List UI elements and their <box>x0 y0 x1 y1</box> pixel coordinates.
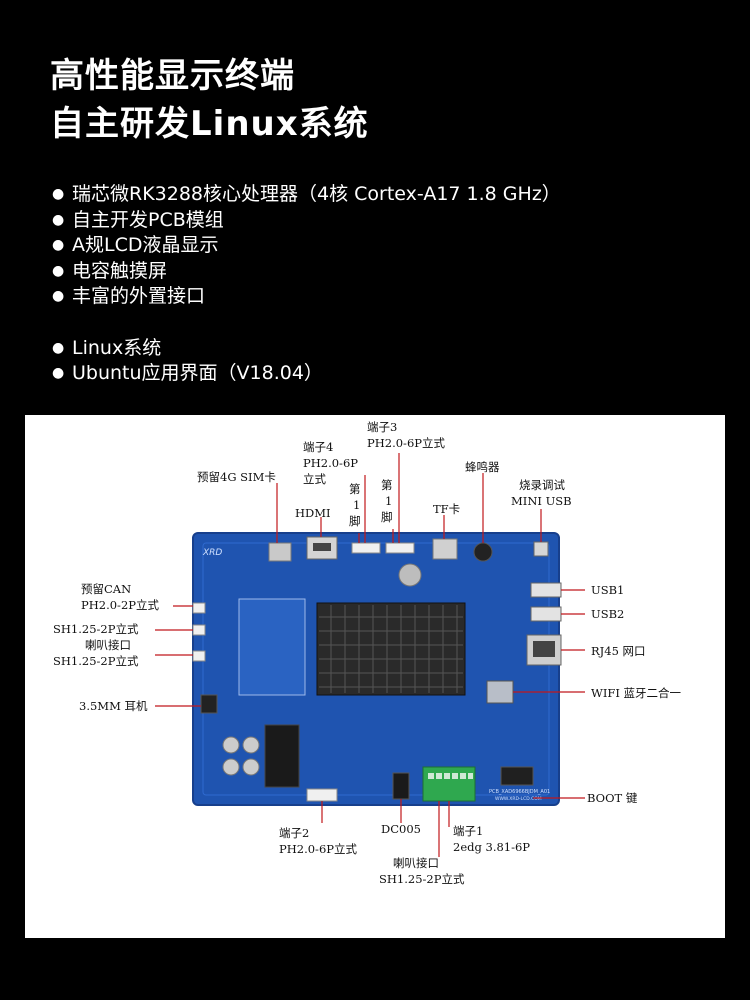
feature-item: A规LCD液晶显示 <box>52 233 561 259</box>
label-port3-b: PH2.0-6P立式 <box>367 436 445 450</box>
heatsink <box>316 602 466 696</box>
label-debug-b: MINI USB <box>511 494 572 508</box>
boot-button-area <box>500 766 534 786</box>
label-rj45: RJ45 网口 <box>591 644 646 658</box>
leader-lines <box>155 453 585 857</box>
coin-battery <box>398 563 422 587</box>
label-can-a: 预留CAN <box>81 582 131 596</box>
label-tf: TF卡 <box>433 502 460 516</box>
label-debug-a: 烧录调试 <box>519 478 565 492</box>
board-diagram: XRD PCB_XAD <box>53 420 682 886</box>
label-hdmi: HDMI <box>295 506 331 520</box>
label-earphone: 3.5MM 耳机 <box>79 699 148 713</box>
can-connector <box>192 602 206 614</box>
port2-header <box>306 788 338 802</box>
label-port4-a: 端子4 <box>303 440 333 454</box>
audio-jack <box>200 694 218 714</box>
board-logo: XRD <box>202 548 222 558</box>
tf-slot <box>432 538 458 560</box>
label-wifi: WIFI 蓝牙二合一 <box>591 686 682 700</box>
label-port4-b: PH2.0-6P <box>303 456 358 470</box>
mini-usb-port <box>533 541 549 557</box>
label-boot: BOOT 键 <box>587 791 638 805</box>
label-pin1-c: 脚 <box>349 514 361 528</box>
software-item: Ubuntu应用界面（V18.04） <box>52 361 561 387</box>
usb2-port <box>530 606 562 622</box>
label-sh-b: SH1.25-2P立式 <box>53 654 139 668</box>
label-pin1-b: 1 <box>353 498 360 512</box>
port3-header <box>385 542 415 554</box>
label-usb1: USB1 <box>591 583 624 597</box>
label-buzzer: 蜂鸣器 <box>465 460 500 474</box>
label-speaker: 喇叭接口 <box>85 638 131 652</box>
label-port1-b: 2edg 3.81-6P <box>453 840 530 854</box>
label-pin1-a2: 第 <box>381 478 393 492</box>
label-port4-c: 立式 <box>303 472 326 486</box>
4g-module-area <box>238 598 306 696</box>
label-speaker2-b: SH1.25-2P立式 <box>379 872 465 886</box>
silkscreen-text: PCB_XAD6966BJDM_A01 <box>489 789 550 795</box>
feature-list: 瑞芯微RK3288核心处理器（4核 Cortex-A17 1.8 GHz） 自主… <box>52 182 561 387</box>
terminal-block <box>422 766 476 802</box>
sh-connector <box>192 624 206 636</box>
board-diagram-panel: XRD PCB_XAD <box>25 415 725 938</box>
label-port2-b: PH2.0-6P立式 <box>279 842 357 856</box>
label-sim: 预留4G SIM卡 <box>197 470 276 484</box>
label-dc: DC005 <box>381 822 421 836</box>
feature-item: 丰富的外置接口 <box>52 284 561 310</box>
label-port3-a: 端子3 <box>367 420 397 434</box>
feature-item: 电容触摸屏 <box>52 259 561 285</box>
label-usb2: USB2 <box>591 607 624 621</box>
feature-item: 自主开发PCB模组 <box>52 208 561 234</box>
label-can-b: PH2.0-2P立式 <box>81 598 159 612</box>
label-pin1-c2: 脚 <box>381 510 393 524</box>
page-title-line2: 自主研发Linux系统 <box>50 104 369 144</box>
label-port2-a: 端子2 <box>279 826 309 840</box>
label-pin1-b2: 1 <box>385 494 392 508</box>
label-pin1-a: 第 <box>349 482 361 496</box>
feature-item: 瑞芯微RK3288核心处理器（4核 Cortex-A17 1.8 GHz） <box>52 182 561 208</box>
sim-slot <box>268 542 292 562</box>
buzzer <box>473 542 493 562</box>
label-sh-a: SH1.25-2P立式 <box>53 622 139 636</box>
silkscreen-url: WWW.XRD-LCD.COM <box>495 796 542 802</box>
usb1-port <box>530 582 562 598</box>
port4-header <box>351 542 381 554</box>
software-item: Linux系统 <box>52 336 561 362</box>
dc-jack <box>392 772 410 800</box>
label-speaker2-a: 喇叭接口 <box>393 856 439 870</box>
page-title-line1: 高性能显示终端 <box>50 56 295 96</box>
speaker-connector <box>192 650 206 662</box>
wifi-module <box>486 680 514 704</box>
label-port1-a: 端子1 <box>453 824 483 838</box>
